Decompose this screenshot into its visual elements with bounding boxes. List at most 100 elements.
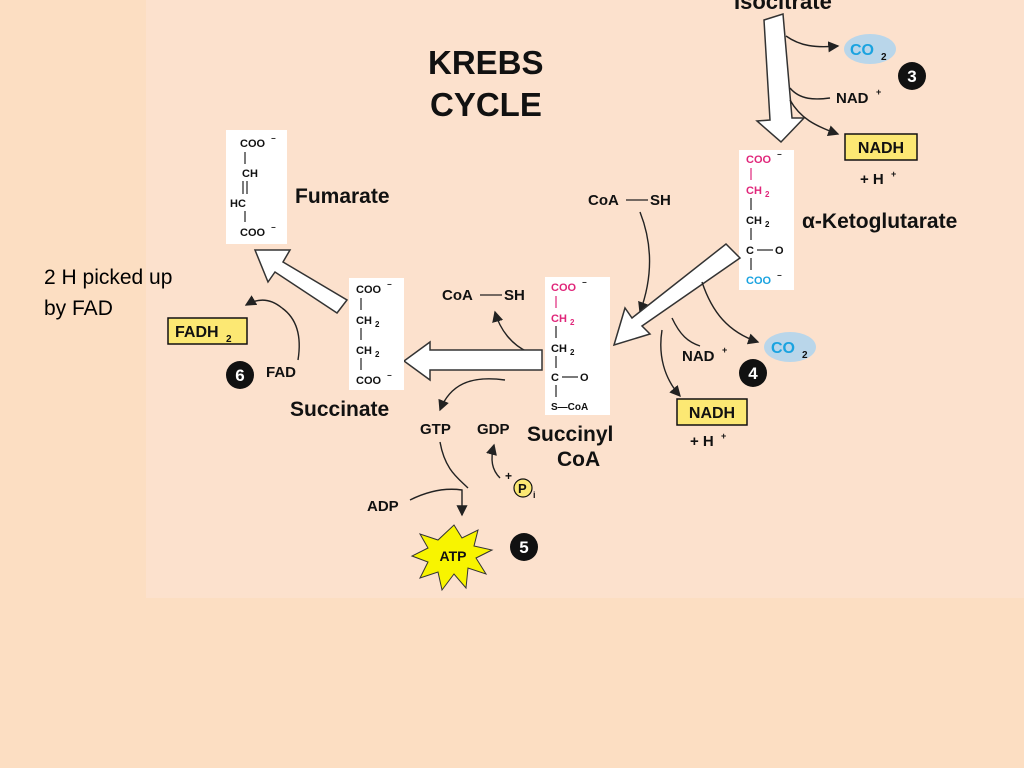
- svg-text:2: 2: [765, 220, 770, 229]
- sc-ch2-2: CH: [551, 343, 567, 355]
- svg-text:−: −: [777, 150, 782, 159]
- adp-label: ADP: [367, 498, 399, 515]
- h-plus-label-3: + H: [860, 171, 884, 188]
- ketoglutarate-to-succinylcoa-arrow: [612, 242, 742, 347]
- svg-text:COO: COO: [746, 154, 772, 166]
- succinate-structure: [349, 278, 404, 390]
- svg-text:+: +: [505, 469, 512, 483]
- succinylcoa-label-2: CoA: [557, 448, 600, 471]
- fum-ch: CH: [242, 168, 258, 180]
- sc-thioester: S—CoA: [551, 402, 588, 413]
- gdp-return-arrow: [486, 443, 501, 479]
- isocitrate-to-ketoglutarate-arrow: [755, 13, 806, 144]
- succ-coo-2: COO: [356, 375, 382, 387]
- fum-hc: HC: [230, 198, 246, 210]
- nadh-label-4: NADH: [689, 405, 735, 422]
- succ-ch2-1: CH: [356, 315, 372, 327]
- gtp-out-curve: [439, 441, 469, 489]
- svg-text:2: 2: [881, 52, 887, 63]
- step-5-badge: [510, 533, 538, 561]
- svg-text:+: +: [876, 87, 881, 97]
- coa-sh-output-arrow: [492, 310, 529, 353]
- svg-text:CH: CH: [746, 185, 762, 197]
- fumarate-structure: [226, 130, 287, 244]
- title-line2: CYCLE: [430, 86, 542, 123]
- step-3-number: 3: [907, 67, 916, 86]
- nadh-box-4: [676, 398, 748, 426]
- fadh2-label: FADH: [175, 324, 219, 341]
- fad-input-curve: [281, 307, 300, 361]
- atp-label: ATP: [440, 548, 467, 564]
- title-line1: KREBS: [428, 44, 544, 81]
- co2-carbon-3: CO: [850, 42, 874, 59]
- nadh-output-arrow-4: [660, 329, 681, 398]
- coa-sh-output-coa: CoA: [442, 287, 473, 304]
- co2-release-arrow-4: [701, 281, 760, 345]
- gdp-to-gtp-arrow: [438, 378, 506, 412]
- svg-text:2: 2: [802, 350, 808, 361]
- fad-label: FAD: [266, 364, 296, 381]
- svg-text:−: −: [387, 280, 392, 289]
- svg-text:+: +: [722, 345, 727, 355]
- step-4-badge: [739, 359, 767, 387]
- sc-carbon-1: COO: [551, 282, 577, 294]
- adp-to-atp-arrow: [409, 488, 468, 517]
- fad-note: 2 H picked up by FAD: [44, 262, 172, 324]
- co2-release-arrow-3: [785, 35, 840, 53]
- kg-oxygen: O: [775, 245, 784, 257]
- nadh-box-3: [844, 133, 918, 161]
- coa-sh-input-sh: SH: [650, 192, 671, 209]
- svg-text:2: 2: [765, 190, 770, 199]
- step-4-number: 4: [748, 364, 758, 383]
- nadh-label-3: NADH: [858, 140, 904, 157]
- succ-ch2-2: CH: [356, 345, 372, 357]
- svg-text:2: 2: [375, 320, 380, 329]
- fad-note-line2: by FAD: [44, 297, 113, 320]
- sc-ch2-1: CH: [551, 313, 567, 325]
- fum-coo-1: COO: [240, 138, 266, 150]
- fadh2-output-arrow: [244, 295, 283, 309]
- fadh2-box: [167, 317, 248, 345]
- coa-sh-input-arrow: [638, 211, 651, 314]
- svg-text:−: −: [582, 278, 587, 287]
- succinylcoa-label-1: Succinyl: [527, 423, 613, 446]
- kg-ch2-1: CH: [746, 185, 762, 197]
- h-plus-label-4: + H: [690, 433, 714, 450]
- co2-oval-3: [844, 34, 896, 64]
- gdp-label: GDP: [477, 421, 510, 438]
- svg-text:i: i: [533, 490, 536, 500]
- svg-text:CO: CO: [771, 340, 795, 357]
- nad-plus-label-4: NAD: [682, 348, 715, 365]
- kg-carbonyl: C: [746, 245, 754, 257]
- svg-text:CH: CH: [551, 313, 567, 325]
- succ-coo-1: COO: [356, 284, 382, 296]
- nad-plus-label-3: NAD: [836, 90, 869, 107]
- nad-input-curve-3: [789, 87, 831, 100]
- nadh-output-arrow-3: [789, 99, 840, 137]
- kg-carbon-5: COO: [746, 275, 772, 287]
- phosphate-label: P: [518, 481, 527, 496]
- phosphate-circle: [513, 478, 533, 498]
- ketoglutarate-label: α-Ketoglutarate: [802, 210, 957, 233]
- svg-text:2: 2: [226, 334, 232, 345]
- svg-text:−: −: [777, 271, 782, 280]
- svg-text:COO: COO: [551, 282, 577, 294]
- fumarate-label: Fumarate: [295, 185, 390, 208]
- atp-starburst: [410, 524, 494, 592]
- sc-carbonyl: C: [551, 372, 559, 384]
- step-6-number: 6: [235, 366, 244, 385]
- fum-coo-2: COO: [240, 227, 266, 239]
- svg-text:COO: COO: [746, 275, 772, 287]
- step-3-badge: [898, 62, 926, 90]
- svg-text:2: 2: [375, 350, 380, 359]
- fad-note-line1: 2 H picked up: [44, 266, 173, 289]
- co2-oval-4: [764, 332, 816, 362]
- svg-text:CO: CO: [850, 42, 874, 59]
- coa-sh-output-sh: SH: [504, 287, 525, 304]
- ketoglutarate-structure: [739, 150, 794, 290]
- nad-input-curve-4: [671, 317, 701, 347]
- isocitrate-label: Isocitrate: [734, 0, 832, 14]
- svg-text:−: −: [387, 371, 392, 380]
- kg-ch2-2: CH: [746, 215, 762, 227]
